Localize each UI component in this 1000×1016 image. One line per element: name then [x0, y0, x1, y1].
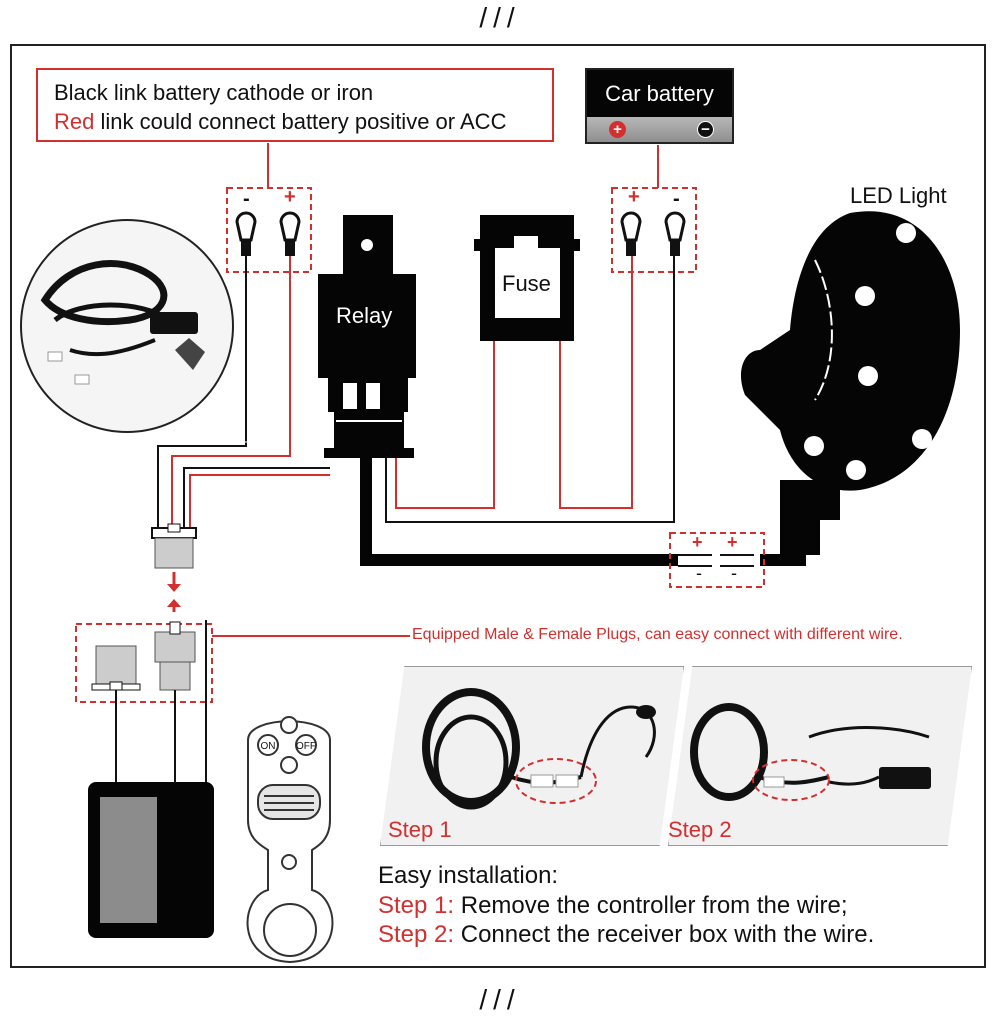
bottom-mark: /// [479, 984, 521, 1015]
ring-terminal-icon [235, 211, 257, 256]
connector-plus-1: + [692, 532, 703, 552]
remote-on-label: ON [261, 741, 276, 752]
connector-minus-2: - [731, 563, 737, 583]
relay-icon [318, 215, 416, 458]
led-connector-box [669, 532, 765, 588]
instruction-note: Black link battery cathode or iron Red l… [36, 68, 554, 142]
install-step1-text: Remove the controller from the wire; [454, 892, 848, 919]
connector-plus-2: + [727, 532, 738, 552]
left-terminal-box [226, 187, 312, 273]
kit-photo-icon [20, 219, 234, 433]
ring-terminal-icon [279, 211, 301, 256]
note-red-word: Red [54, 109, 95, 134]
receiver-box-icon [88, 782, 214, 938]
wires [153, 256, 806, 566]
connector-minus-1: - [696, 563, 702, 583]
install-title: Easy installation: [378, 862, 559, 889]
install-step2-label: Step 2: [378, 921, 455, 948]
step1-label: Step 1 [388, 817, 452, 842]
step2-wiring-icon [690, 703, 931, 801]
ring-terminal-icon [620, 211, 642, 256]
install-step2-text: Connect the receiver box with the wire. [454, 921, 875, 948]
plug-group-box [75, 623, 213, 703]
car-battery-terminals: + − [587, 117, 732, 142]
install-step2: Step 2: Connect the receiver box with th… [378, 920, 874, 950]
relay-label: Relay [336, 303, 393, 328]
left-minus-label: - [243, 188, 250, 210]
car-battery-label: Car battery [587, 70, 732, 117]
led-light-label: LED Light [850, 183, 947, 208]
fuse-icon [474, 215, 580, 341]
remote-control-icon: ON OFF [246, 716, 334, 964]
plug-note: Equipped Male & Female Plugs, can easy c… [412, 626, 903, 643]
car-battery: Car battery + − [585, 68, 734, 144]
note-line-black: Black link battery cathode or iron [54, 80, 374, 105]
left-plus-label: + [284, 186, 296, 208]
step1-wiring-icon [422, 688, 656, 810]
note-red-rest: link could connect battery positive or A… [94, 109, 507, 134]
right-plus-label: + [628, 186, 640, 208]
install-step1: Step 1: Remove the controller from the w… [378, 891, 848, 921]
note-line-red: Red link could connect battery positive … [54, 109, 506, 135]
step2-label: Step 2 [668, 817, 732, 842]
right-terminal-box [611, 187, 697, 273]
connector-plug-icon [151, 523, 197, 569]
install-step1-label: Step 1: [378, 892, 455, 919]
fuse-label: Fuse [502, 271, 551, 296]
step1-photo [380, 666, 684, 846]
right-minus-label: - [673, 188, 680, 210]
connector-plug-icon [154, 621, 196, 691]
top-mark: /// [479, 2, 521, 33]
battery-minus-icon: − [697, 121, 714, 138]
remote-off-label: OFF [296, 741, 316, 752]
battery-plus-icon: + [609, 121, 626, 138]
diagram-frame [10, 44, 986, 968]
ring-terminal-icon [664, 211, 686, 256]
led-light-icon [740, 211, 960, 555]
connector-plug-icon [91, 645, 141, 691]
